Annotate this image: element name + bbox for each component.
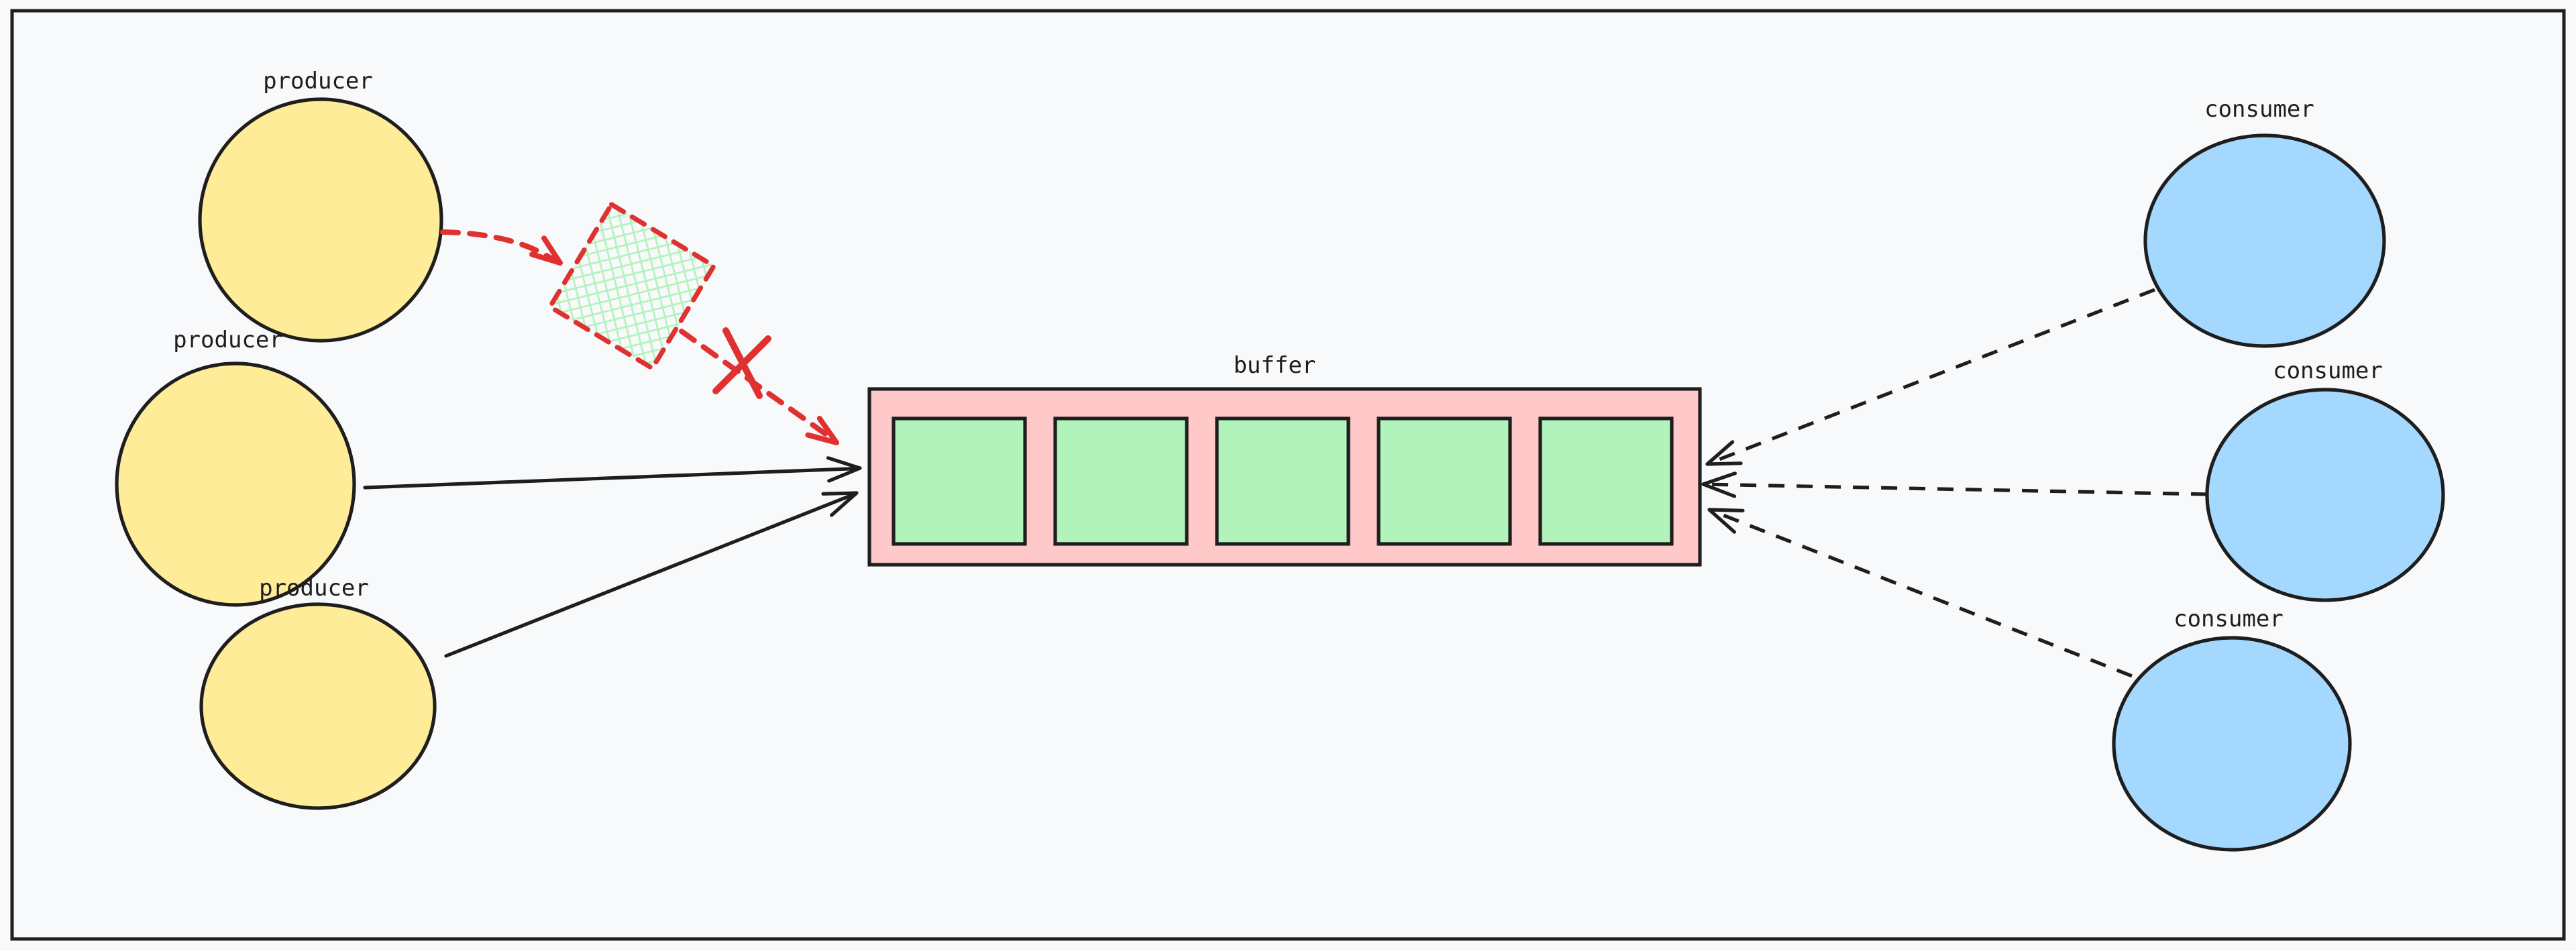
consumer-circle bbox=[2112, 636, 2352, 852]
producer-node-2: producer bbox=[115, 327, 356, 607]
arrowhead-icon bbox=[1701, 471, 1737, 498]
buffer-slot bbox=[1053, 416, 1189, 546]
buffer-slot bbox=[1538, 416, 1674, 546]
consumer-label: consumer bbox=[2273, 357, 2383, 384]
consumer-label: consumer bbox=[2204, 96, 2314, 123]
arrow-line bbox=[363, 467, 858, 490]
buffer: buffer bbox=[867, 352, 1702, 567]
buffer-slot bbox=[1377, 416, 1512, 546]
rejected-cross-icon bbox=[712, 327, 771, 399]
buffer-slot bbox=[892, 416, 1027, 546]
buffer-slot bbox=[1215, 416, 1350, 546]
arrowhead-icon bbox=[826, 456, 862, 483]
consumer-circle bbox=[2205, 388, 2445, 602]
arrow-line bbox=[1711, 288, 2155, 464]
producer3-to-buffer-arrow bbox=[444, 491, 859, 658]
consumer1-to-buffer-arrow bbox=[1705, 288, 2155, 466]
producer-label: producer bbox=[263, 68, 373, 95]
producer2-to-buffer-arrow bbox=[363, 456, 862, 490]
blocked-arrowhead-icon bbox=[529, 235, 563, 266]
consumer-node-3: consumer bbox=[2112, 606, 2352, 852]
blocked-arrow-curve bbox=[440, 229, 557, 263]
blocked-arrowhead-icon bbox=[805, 416, 839, 445]
consumer-node-1: consumer bbox=[2143, 96, 2386, 348]
arrowhead-icon bbox=[821, 491, 859, 517]
arrowhead-icon bbox=[1705, 440, 1743, 466]
producer-node-1: producer bbox=[198, 68, 443, 343]
arrow-line bbox=[1713, 510, 2133, 678]
producer-node-3: producer bbox=[199, 575, 437, 810]
consumer-circle bbox=[2143, 133, 2386, 348]
blocked-flow bbox=[440, 201, 839, 445]
producer-circle bbox=[115, 361, 356, 607]
arrowhead-icon bbox=[1707, 508, 1745, 534]
consumer2-to-buffer-arrow bbox=[1701, 471, 2208, 498]
buffer-label: buffer bbox=[1234, 352, 1316, 379]
consumer-node-2: consumer bbox=[2205, 357, 2445, 602]
producer-label: producer bbox=[173, 327, 283, 353]
consumer-label: consumer bbox=[2174, 606, 2284, 632]
producer-circle bbox=[198, 97, 443, 343]
consumer3-to-buffer-arrow bbox=[1707, 508, 2133, 678]
producer-circle bbox=[199, 602, 437, 810]
arrow-line bbox=[444, 492, 855, 658]
blocked-item-box bbox=[546, 201, 718, 372]
producer-label: producer bbox=[259, 575, 369, 602]
